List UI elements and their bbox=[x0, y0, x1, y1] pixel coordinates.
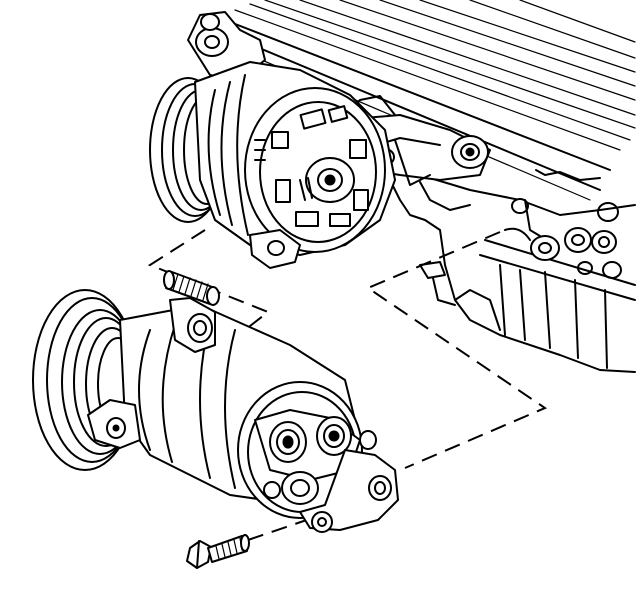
compressor-fitting-2 bbox=[264, 431, 376, 498]
compressor-top-ear bbox=[170, 298, 215, 352]
compressor-side-ear bbox=[88, 400, 140, 448]
engine-boss-4 bbox=[512, 199, 621, 278]
engine-boss-1 bbox=[531, 236, 559, 260]
engine-boss-3 bbox=[592, 231, 616, 253]
engine-boss-2 bbox=[565, 228, 591, 252]
compressor-fitting-1 bbox=[282, 472, 318, 504]
compressor-port-right bbox=[317, 417, 351, 455]
compressor-port-left bbox=[270, 422, 306, 462]
alignment-line-engine bbox=[368, 232, 545, 468]
ac-compressor bbox=[33, 290, 398, 532]
compressor-rear-bracket bbox=[300, 450, 398, 532]
spacer-sleeve bbox=[164, 271, 219, 305]
bracket-bolt-hole-1 bbox=[452, 136, 488, 168]
alternator-rear-face bbox=[245, 88, 385, 252]
mounting-bolt bbox=[187, 535, 249, 568]
alternator-vents bbox=[255, 106, 368, 226]
alternator bbox=[150, 12, 395, 268]
alternator-lower-ear bbox=[250, 230, 300, 268]
